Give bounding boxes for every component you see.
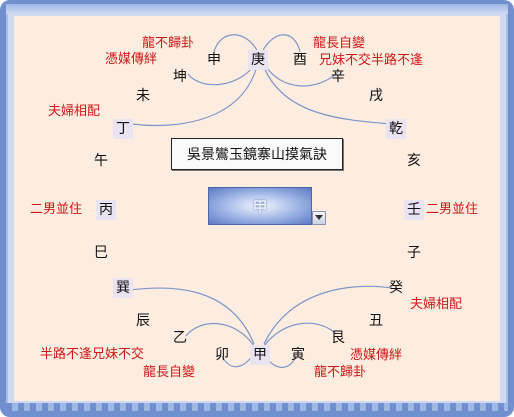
- mountain-you: 酉: [293, 52, 307, 68]
- mountain-wei: 未: [136, 88, 150, 104]
- mountain-chen: 辰: [136, 313, 150, 329]
- label-top-left-2: 憑媒傳絆: [105, 52, 158, 67]
- bottom-border: [6, 403, 508, 411]
- mountain-shen: 申: [207, 52, 221, 68]
- mountain-geng: 庚: [248, 50, 268, 70]
- label-top-right-2: 兄妹不交半路不逢: [319, 53, 424, 68]
- label-top-right-1: 龍長自變: [313, 36, 366, 51]
- mountain-qian: 乾: [386, 119, 406, 139]
- mountain-xin: 辛: [331, 69, 345, 85]
- mountain-gui: 癸: [389, 280, 403, 296]
- title-bar: [6, 4, 508, 14]
- mountain-zi: 子: [407, 245, 421, 261]
- label-top-left-1: 龍不歸卦: [142, 36, 195, 51]
- label-bottom-left-2: 龍長自變: [143, 365, 196, 380]
- mountain-yin: 寅: [291, 347, 305, 363]
- mountain-jia: 甲: [250, 345, 270, 365]
- mountain-selector[interactable]: 甲: [208, 187, 312, 225]
- dropdown-button[interactable]: [312, 211, 326, 225]
- mountain-mao: 卯: [215, 347, 229, 363]
- label-bottom-right-1: 憑媒傳絆: [350, 348, 403, 363]
- label-left-upper: 夫婦相配: [48, 104, 101, 119]
- mountain-si: 巳: [94, 245, 108, 261]
- label-bottom-left-1: 半路不逢兄妹不交: [40, 347, 145, 362]
- mountain-ren: 壬: [404, 200, 424, 220]
- mountain-wu: 午: [94, 153, 108, 169]
- mountain-hai: 亥: [407, 153, 421, 169]
- mountain-yi: 乙: [173, 330, 187, 346]
- mountain-xun: 巽: [113, 278, 133, 298]
- chevron-down-icon: [315, 215, 323, 220]
- label-left-mid: 二男並住: [30, 202, 83, 217]
- diagram-title: 吳景鸞玉鏡寨山摸氣訣: [171, 138, 343, 170]
- label-right-lower: 夫婦相配: [410, 297, 463, 312]
- mountain-bing: 丙: [96, 200, 116, 220]
- mountain-kun: 坤: [173, 69, 187, 85]
- mountain-ding: 丁: [113, 119, 133, 139]
- mountain-gen: 艮: [331, 330, 345, 346]
- mountain-chou: 丑: [369, 313, 383, 329]
- label-right-mid: 二男並住: [426, 202, 479, 217]
- label-bottom-right-2: 龍不歸卦: [314, 365, 367, 380]
- mountain-xu: 戌: [369, 88, 383, 104]
